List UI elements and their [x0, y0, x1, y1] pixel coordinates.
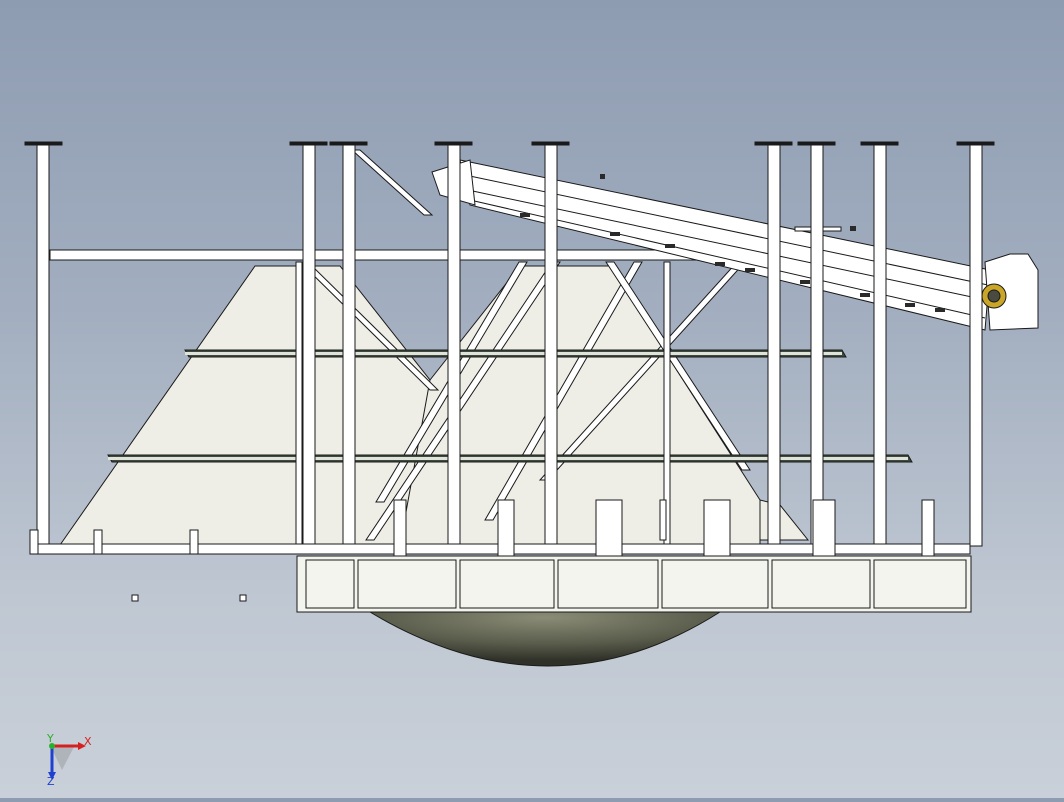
column-5[interactable] — [544, 143, 558, 547]
conveyor[interactable] — [431, 159, 1039, 331]
head-housing[interactable] — [984, 253, 1039, 331]
base-skid[interactable] — [296, 555, 972, 613]
y-axis-label: Y — [46, 732, 54, 745]
x-axis-label: X — [84, 735, 92, 748]
tank-shell[interactable] — [368, 611, 722, 667]
brace-5[interactable] — [605, 261, 751, 471]
column-9[interactable] — [969, 143, 983, 547]
y-axis-dot — [49, 743, 55, 749]
brace-top-left[interactable] — [350, 149, 434, 216]
hopper-chute[interactable] — [759, 499, 810, 541]
coordinate-triad: X Y Z — [46, 732, 92, 788]
column-1[interactable] — [36, 143, 50, 547]
column-3[interactable] — [342, 143, 356, 547]
column-caps — [24, 141, 995, 146]
anchor-right[interactable] — [239, 594, 247, 602]
column-4[interactable] — [447, 143, 461, 547]
columns — [36, 143, 983, 547]
column-8[interactable] — [873, 143, 887, 547]
column-2[interactable] — [302, 143, 316, 547]
head-drive[interactable] — [981, 253, 1039, 331]
anchor-left[interactable] — [131, 594, 139, 602]
column-6[interactable] — [767, 143, 781, 547]
column-7[interactable] — [810, 143, 824, 547]
column-inner-a[interactable] — [295, 261, 303, 547]
z-axis-label: Z — [47, 775, 55, 788]
sill-foot-left[interactable] — [29, 529, 39, 555]
